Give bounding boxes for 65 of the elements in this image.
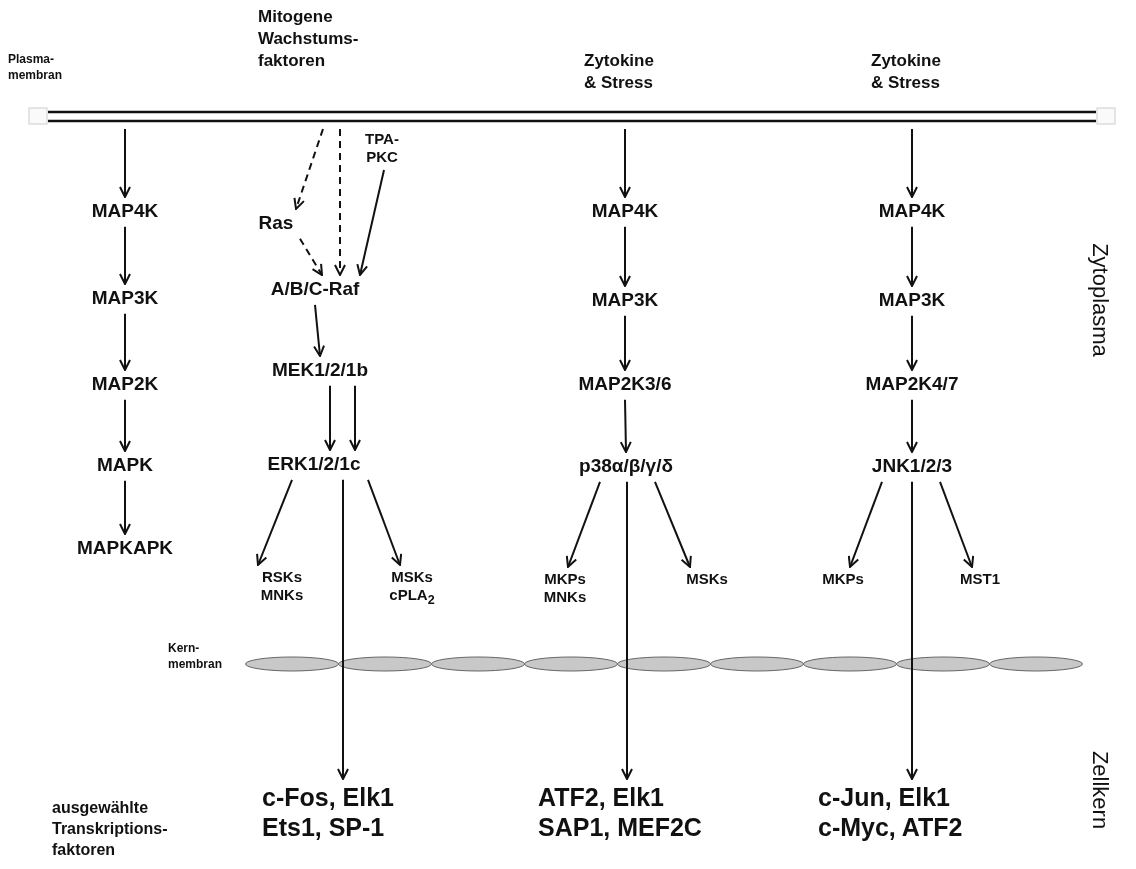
transcription-factor-label: c-Jun, Elk1 c-Myc, ATF2 <box>818 782 968 842</box>
region-label: Zellkern <box>1087 750 1115 830</box>
arrow <box>367 478 403 566</box>
protein-label: MAP2K4/7 <box>865 373 959 396</box>
plasma-membrane-bar <box>28 107 1116 125</box>
protein-label: MAP3K <box>878 289 946 312</box>
protein-label: MAP3K <box>591 289 659 312</box>
transcription-factor-label: ATF2, Elk1 SAP1, MEF2C <box>538 782 738 842</box>
protein-label: MAP3K <box>91 287 159 310</box>
arrow <box>654 480 692 568</box>
arrow <box>939 480 975 568</box>
protein-label: MAP4K <box>91 200 159 223</box>
protein-label: p38α/β/γ/δ <box>579 455 673 478</box>
arrow <box>119 312 131 371</box>
protein-label: MSKs cPLA$_{2}$ <box>377 568 447 608</box>
arrow <box>119 225 131 285</box>
arrow <box>119 479 131 535</box>
protein-label: MKPs <box>822 570 864 588</box>
arrow <box>906 314 918 371</box>
protein-label: TPA- PKC <box>357 130 407 166</box>
arrow <box>619 225 631 287</box>
annotation-label: Zytokine & Stress <box>871 50 942 95</box>
protein-label: ERK1/2/1c <box>267 453 361 476</box>
protein-label: MSKs <box>686 570 728 588</box>
protein-label: MAP4K <box>591 200 659 223</box>
protein-label: MAPKAPK <box>76 537 174 560</box>
arrow <box>619 314 631 371</box>
protein-label: JNK1/2/3 <box>871 455 953 478</box>
arrow <box>324 384 336 451</box>
transcription-factor-label: c-Fos, Elk1 Ets1, SP-1 <box>262 782 442 842</box>
arrow <box>619 128 631 198</box>
arrow <box>619 398 632 453</box>
arrow <box>334 128 346 276</box>
arrow <box>906 398 918 453</box>
arrow <box>565 480 601 568</box>
arrow <box>337 478 349 780</box>
arrow <box>621 480 633 780</box>
arrow <box>349 384 361 451</box>
arrow <box>293 128 324 210</box>
arrow <box>119 398 131 452</box>
arrow <box>906 225 918 287</box>
arrow <box>847 480 883 568</box>
arrow <box>256 478 293 566</box>
annotation-label: Mitogene Wachstums- faktoren <box>258 6 358 73</box>
arrow <box>356 169 385 276</box>
arrow <box>313 303 325 357</box>
protein-label: MST1 <box>960 570 1000 588</box>
protein-label: MKPs MNKs <box>540 570 590 606</box>
arrow <box>299 237 323 276</box>
protein-label: MAP2K3/6 <box>578 373 672 396</box>
protein-label: Ras <box>258 212 294 235</box>
arrow <box>906 128 918 198</box>
protein-label: A/B/C-Raf <box>270 278 360 301</box>
protein-label: MEK1/2/1b <box>271 359 369 382</box>
annotation-label: ausgewählte Transkriptions- faktoren <box>52 798 167 860</box>
arrow <box>119 128 131 198</box>
protein-label: MAP4K <box>878 200 946 223</box>
protein-label: MAP2K <box>91 373 159 396</box>
protein-label: MAPK <box>97 454 153 477</box>
protein-label: RSKs MNKs <box>257 568 307 604</box>
annotation-label: Plasma- membran <box>8 52 64 84</box>
region-label: Zytoplasma <box>1087 243 1115 357</box>
arrow <box>906 480 918 780</box>
annotation-label: Zytokine & Stress <box>584 50 655 95</box>
annotation-label: Kern- membran <box>168 641 223 673</box>
